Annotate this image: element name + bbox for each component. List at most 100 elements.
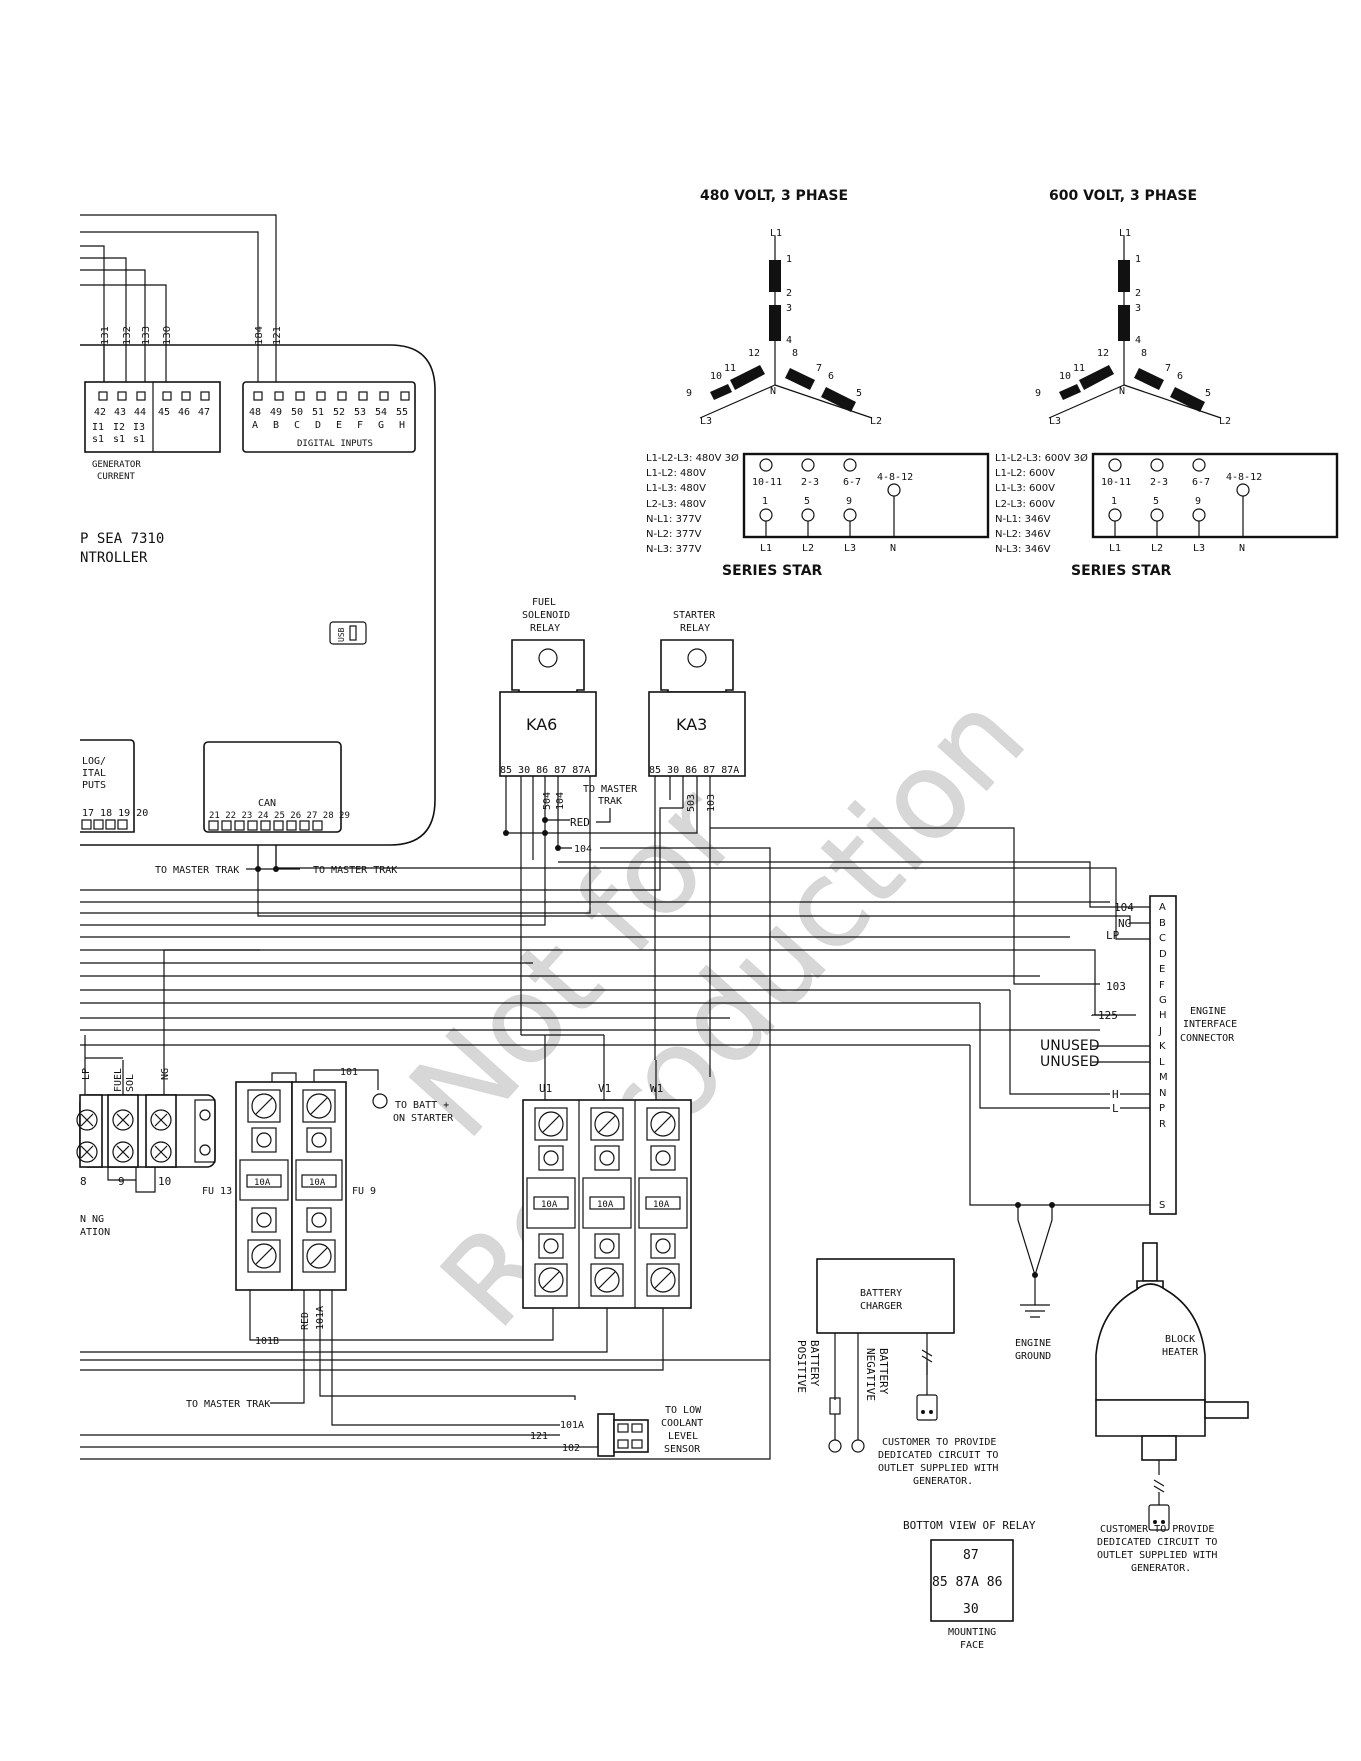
- fuse-block-fu: 101 TO BATT + ON STARTER 10A 10A FU 13 F…: [186, 1067, 576, 1426]
- svg-text:10A: 10A: [254, 1178, 271, 1188]
- svg-text:9: 9: [1195, 496, 1201, 507]
- svg-text:FU 9: FU 9: [352, 1186, 376, 1197]
- panel-footer: SERIES STAR: [722, 563, 823, 579]
- svg-text:N-L2: 377V: N-L2: 377V: [646, 529, 702, 540]
- svg-text:FACE: FACE: [960, 1640, 984, 1651]
- block-heater: BLOCK HEATER CUSTOMER TO PROVIDE DEDICAT…: [1095, 1242, 1249, 1574]
- svg-text:N-L3: 346V: N-L3: 346V: [995, 544, 1051, 555]
- svg-text:10A: 10A: [541, 1200, 558, 1210]
- svg-text:UNUSED: UNUSED: [1040, 1038, 1099, 1054]
- svg-text:L1-L2: 480V: L1-L2: 480V: [646, 468, 706, 479]
- svg-text:N-L1: 346V: N-L1: 346V: [995, 514, 1051, 525]
- relay-name: KA3: [676, 715, 707, 734]
- svg-text:F: F: [1159, 980, 1165, 991]
- svg-text:POSITIVE: POSITIVE: [795, 1340, 808, 1393]
- svg-text:DEDICATED CIRCUIT TO: DEDICATED CIRCUIT TO: [878, 1450, 998, 1461]
- svg-text:2-3: 2-3: [1150, 477, 1168, 488]
- svg-text:B: B: [273, 420, 279, 431]
- coolant-sensor: 101A 121 102 TO LOW COOLANT LEVEL SENSOR: [80, 1360, 771, 1460]
- svg-text:103: 103: [706, 794, 717, 812]
- svg-text:7: 7: [1165, 363, 1171, 374]
- svg-text:L: L: [1112, 1102, 1119, 1115]
- svg-text:30: 30: [963, 1602, 979, 1617]
- svg-text:L2: L2: [1219, 416, 1231, 427]
- svg-text:s1: s1: [92, 434, 104, 445]
- svg-text:10-11: 10-11: [752, 477, 782, 488]
- svg-text:47: 47: [198, 407, 210, 418]
- svg-text:UNUSED: UNUSED: [1040, 1054, 1099, 1070]
- svg-text:8: 8: [1141, 348, 1147, 359]
- svg-text:GENERATOR.: GENERATOR.: [1131, 1563, 1191, 1574]
- svg-text:H: H: [399, 420, 405, 431]
- svg-text:A: A: [252, 420, 258, 431]
- svg-text:W1: W1: [650, 1082, 663, 1095]
- voltage-list: L1-L2-L3: 480V 3Ø L1-L2: 480V L1-L3: 480…: [646, 452, 739, 555]
- svg-text:101: 101: [340, 1067, 358, 1078]
- svg-text:54: 54: [375, 407, 387, 418]
- svg-text:A: A: [1159, 902, 1166, 913]
- svg-text:121: 121: [530, 1431, 548, 1442]
- svg-text:OUTLET SUPPLIED WITH: OUTLET SUPPLIED WITH: [878, 1463, 998, 1474]
- svg-text:10A: 10A: [309, 1178, 326, 1188]
- svg-text:NEGATIVE: NEGATIVE: [864, 1348, 877, 1401]
- relay-name: KA6: [526, 715, 557, 734]
- svg-text:L1: L1: [1119, 228, 1131, 239]
- svg-text:CUSTOMER TO PROVIDE: CUSTOMER TO PROVIDE: [882, 1437, 996, 1448]
- fuse-block-uvw: U1 V1 W1 10A 10A 10A: [80, 1034, 692, 1371]
- svg-text:C: C: [1159, 933, 1166, 944]
- svg-text:LEVEL: LEVEL: [668, 1431, 698, 1442]
- svg-text:J: J: [1158, 1026, 1162, 1037]
- svg-text:55: 55: [396, 407, 408, 418]
- uvw-bottom-screws: [534, 1233, 680, 1297]
- svg-text:12: 12: [1097, 348, 1109, 359]
- svg-text:N: N: [1159, 1088, 1166, 1099]
- panel-title: 600 VOLT, 3 PHASE: [1049, 188, 1197, 204]
- svg-text:85 87A 86: 85 87A 86: [932, 1575, 1002, 1590]
- svg-text:s1: s1: [133, 434, 145, 445]
- svg-text:L1-L3: 600V: L1-L3: 600V: [995, 483, 1055, 494]
- svg-text:SOL: SOL: [125, 1074, 136, 1092]
- svg-text:L2: L2: [802, 543, 814, 554]
- svg-text:N NG: N NG: [80, 1214, 104, 1225]
- svg-text:6-7: 6-7: [1192, 477, 1210, 488]
- svg-text:TO MASTER TRAK: TO MASTER TRAK: [155, 865, 239, 876]
- svg-text:L2: L2: [1151, 543, 1163, 554]
- svg-text:G: G: [378, 420, 384, 431]
- svg-text:M: M: [1159, 1072, 1168, 1083]
- svg-text:V1: V1: [598, 1082, 611, 1095]
- svg-text:L1: L1: [1109, 543, 1121, 554]
- svg-text:N-L3: 377V: N-L3: 377V: [646, 544, 702, 555]
- svg-text:PUTS: PUTS: [82, 780, 106, 791]
- svg-text:LP: LP: [81, 1068, 92, 1080]
- svg-text:46: 46: [178, 407, 190, 418]
- svg-text:104: 104: [574, 844, 592, 855]
- svg-text:RELAY: RELAY: [530, 623, 560, 634]
- svg-text:TO MASTER: TO MASTER: [583, 784, 638, 795]
- svg-text:5: 5: [804, 496, 810, 507]
- analog-terminals: 17 18 19 20: [82, 808, 148, 819]
- voltage-panel-480: 480 VOLT, 3 PHASE L1 1 2 3 4 12 8 N 11 1…: [646, 188, 990, 579]
- svg-text:10-11: 10-11: [1101, 477, 1131, 488]
- svg-text:9: 9: [118, 1175, 125, 1188]
- wires: 504 104 503 103 TO MASTER TRAK RED 104 1…: [80, 776, 1150, 1361]
- svg-text:102: 102: [562, 1443, 580, 1454]
- svg-text:4-8-12: 4-8-12: [877, 472, 913, 483]
- svg-text:42: 42: [94, 407, 106, 418]
- svg-text:NG: NG: [1118, 917, 1131, 930]
- svg-text:FUEL: FUEL: [113, 1068, 124, 1092]
- svg-text:RELAY: RELAY: [680, 623, 710, 634]
- svg-text:N: N: [890, 543, 896, 554]
- star-9: 9: [686, 388, 692, 399]
- svg-text:B: B: [1159, 918, 1166, 929]
- svg-text:LOG/: LOG/: [82, 756, 106, 767]
- svg-text:RED: RED: [570, 816, 590, 829]
- svg-text:85 30 86 87 87A: 85 30 86 87 87A: [649, 765, 739, 776]
- star-8: 8: [792, 348, 798, 359]
- star-6: 6: [828, 371, 834, 382]
- svg-text:MOUNTING: MOUNTING: [948, 1627, 996, 1638]
- svg-text:L1-L2-L3: 600V 3Ø: L1-L2-L3: 600V 3Ø: [995, 452, 1088, 464]
- svg-text:50: 50: [291, 407, 303, 418]
- svg-text:N: N: [1119, 386, 1125, 397]
- svg-text:L3: L3: [844, 543, 856, 554]
- svg-text:BATTERY: BATTERY: [877, 1348, 890, 1395]
